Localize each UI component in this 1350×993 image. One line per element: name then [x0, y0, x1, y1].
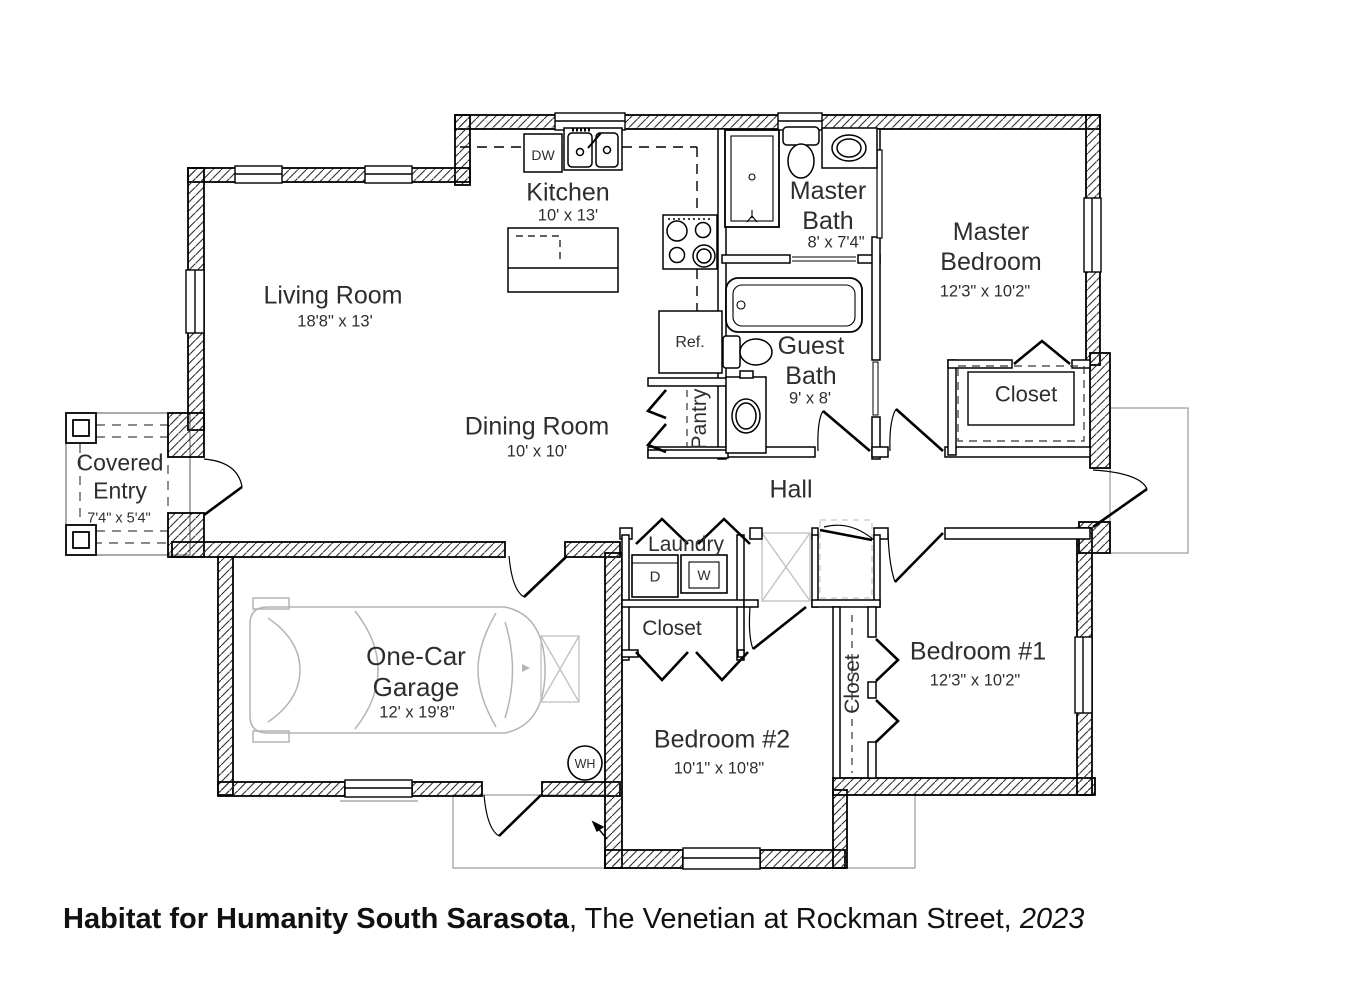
garage-utility-pad: [540, 635, 580, 703]
pantry-label: Pantry: [687, 388, 711, 450]
porch-post: [65, 412, 97, 444]
washer-label: W: [697, 566, 711, 583]
covered-entry-label: Covered Entry: [76, 449, 164, 503]
tub-cased-opening: [792, 256, 856, 262]
master-bedroom-window: [1083, 197, 1102, 273]
hall-ac-closet-pad: [761, 532, 811, 602]
washer-box: [680, 554, 728, 594]
master-vanity-sink-icon: [821, 127, 878, 169]
doors: [203, 149, 1148, 837]
windows: [185, 112, 1102, 870]
pantry-bifold: [645, 423, 667, 454]
laundry-fixtures: [567, 554, 728, 840]
water-heater-label: WH: [574, 756, 596, 771]
guest-bath-dims: 9' x 8': [788, 389, 832, 408]
dining-room-dims: 10' x 10': [506, 442, 568, 461]
hall-closet-shelf-dashed: [819, 519, 873, 599]
stove-icon: [662, 214, 718, 270]
living-room-label: Living Room: [263, 281, 403, 310]
bedroom1-closet-bifold: [875, 699, 900, 743]
pantry-bifold: [645, 389, 667, 420]
hall-closet-door: [819, 524, 875, 542]
covered-entry-dims: 7'4" x 5'4": [87, 510, 151, 527]
hall-closet-label: Closet: [642, 616, 702, 640]
kitchen-sink-icon: [563, 127, 623, 171]
dishwasher-box: [523, 133, 563, 173]
bedroom2-label: Bedroom #2: [653, 725, 791, 754]
bedroom1-closet-bifold: [875, 638, 900, 682]
linen-cabinet: [872, 361, 879, 416]
laundry-bifold: [635, 517, 689, 545]
porch-post: [65, 524, 97, 556]
garage-service-door: [483, 794, 542, 837]
bedroom2-window: [682, 847, 761, 870]
living-room-side-window: [185, 269, 205, 334]
master-bedroom-door: [889, 408, 944, 452]
kitchen-label: Kitchen: [526, 178, 610, 207]
dishwasher-label: DW: [531, 146, 555, 163]
guest-tub-icon: [725, 277, 863, 333]
master-closet-bifold: [1013, 339, 1071, 366]
bedroom1-dims: 12'3" x 10'2": [929, 671, 1021, 690]
bifold-doors: [635, 339, 1071, 743]
covered-entry-porch: [65, 412, 191, 556]
bedroom1-door: [887, 532, 944, 583]
master-bath-window: [777, 112, 823, 131]
garage-dims: 12' x 19'8": [379, 703, 455, 722]
garage-entry-door: [508, 555, 568, 598]
master-closet-label: Closet: [994, 381, 1058, 407]
master-bath-pocket-door: [876, 149, 883, 239]
master-bedroom-label: Master Bedroom: [940, 218, 1042, 276]
hall-back-door: [1092, 469, 1148, 529]
laundry-label: Laundry: [648, 532, 724, 556]
kitchen-fixtures: [460, 127, 723, 374]
shower-icon: [724, 129, 780, 228]
hall-label: Hall: [769, 475, 813, 504]
bath-fixtures: [722, 126, 878, 454]
master-bedroom-dims: 12'3" x 10'2": [939, 282, 1031, 301]
garage-window: [344, 779, 413, 798]
bedroom2-door: [748, 605, 807, 651]
front-door: [203, 458, 243, 517]
car-icon: [249, 597, 546, 743]
guest-toilet-icon: [722, 335, 773, 369]
guest-bath-label: Guest Bath: [777, 332, 845, 390]
living-room-window: [234, 165, 283, 184]
caption-bold: Habitat for Humanity South Sarasota: [63, 903, 569, 935]
utility-pads: [540, 519, 873, 703]
master-bath-dims: 8' x 7'4": [807, 233, 865, 252]
laundry-bifold: [697, 517, 751, 545]
bedroom1-window: [1074, 636, 1093, 714]
north-arrow: [591, 820, 608, 840]
master-toilet-icon: [782, 126, 820, 179]
guest-bath-door: [817, 410, 871, 452]
bedroom1-closet-label: Closet: [840, 654, 864, 714]
dining-room-label: Dining Room: [464, 412, 610, 441]
hall-closet-bifold: [635, 651, 689, 682]
refrigerator-label: Ref.: [675, 333, 705, 351]
bedroom2-dims: 10'1" x 10'8": [673, 759, 765, 778]
caption-regular: , The Venetian at Rockman Street,: [568, 903, 1020, 935]
master-bath-label: Master Bath: [789, 177, 867, 235]
living-room-dims: 18'8" x 13': [297, 312, 373, 331]
garage-label: One-Car Garage: [366, 640, 466, 702]
kitchen-island: [507, 227, 619, 293]
refrigerator-box: [658, 310, 723, 374]
counter-dashed-line: [460, 146, 698, 311]
bedroom2-floor: [607, 545, 839, 865]
side-stoop-slab: [1109, 407, 1189, 554]
guest-sink-icon: [725, 370, 767, 454]
water-heater-circle: [567, 745, 603, 781]
dryer-label: D: [649, 568, 661, 586]
kitchen-dims: 10' x 13': [537, 206, 599, 225]
hall-closet-bifold: [695, 651, 749, 682]
caption-year: 2023: [1019, 903, 1085, 935]
living-room-window: [364, 165, 413, 184]
plan-caption: Habitat for Humanity South Sarasota, The…: [63, 903, 1084, 936]
closet-shelf-lines: [686, 365, 1085, 773]
kitchen-window: [554, 112, 626, 131]
bedroom1-label: Bedroom #1: [909, 637, 1047, 666]
dryer-box: [631, 554, 679, 598]
